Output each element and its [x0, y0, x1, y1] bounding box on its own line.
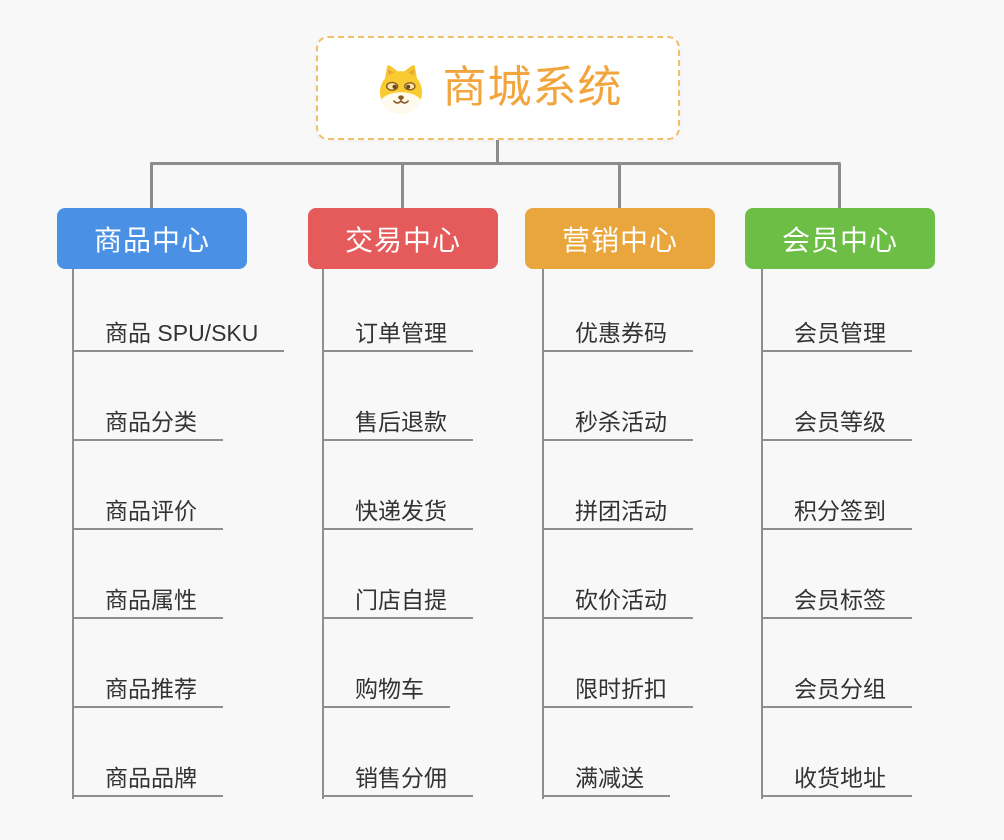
connector-branch-4	[838, 163, 841, 208]
leaf-topic[interactable]: 积分签到	[761, 497, 912, 530]
leaf-topic[interactable]: 会员等级	[761, 408, 912, 441]
connector-bus	[150, 162, 841, 165]
root-title: 商城系统	[442, 63, 623, 112]
branch-label: 商品中心	[93, 224, 210, 256]
branch-header-product-center[interactable]: 商品中心	[57, 208, 247, 269]
branch-label: 交易中心	[344, 224, 461, 256]
leaf-topic[interactable]: 会员标签	[761, 586, 912, 619]
branch-header-marketing-center[interactable]: 营销中心	[525, 208, 715, 269]
leaf-topic[interactable]: 商品品牌	[72, 764, 223, 797]
leaf-topic[interactable]: 会员分组	[761, 675, 912, 708]
trunk-branch-3	[542, 269, 544, 799]
root-node[interactable]: 商城系统	[316, 36, 680, 140]
leaf-topic[interactable]: 商品推荐	[72, 675, 223, 708]
leaf-topic[interactable]: 购物车	[322, 675, 450, 708]
trunk-branch-2	[322, 269, 324, 799]
leaf-topic[interactable]: 快递发货	[322, 497, 473, 530]
leaf-topic[interactable]: 限时折扣	[542, 675, 693, 708]
leaf-topic[interactable]: 售后退款	[322, 408, 473, 441]
leaf-topic[interactable]: 收货地址	[761, 764, 912, 797]
connector-root	[496, 139, 499, 164]
leaf-topic[interactable]: 满减送	[542, 764, 670, 797]
trunk-branch-1	[72, 269, 74, 799]
branch-header-trade-center[interactable]: 交易中心	[308, 208, 498, 269]
leaf-topic[interactable]: 优惠券码	[542, 319, 693, 352]
branch-label: 会员中心	[781, 224, 898, 256]
leaf-topic[interactable]: 秒杀活动	[542, 408, 693, 441]
leaf-topic[interactable]: 商品 SPU/SKU	[72, 319, 285, 352]
leaf-topic[interactable]: 商品分类	[72, 408, 223, 441]
trunk-branch-4	[761, 269, 763, 799]
leaf-topic[interactable]: 商品评价	[72, 497, 223, 530]
leaf-topic[interactable]: 商品属性	[72, 586, 223, 619]
doge-icon	[374, 61, 428, 115]
connector-branch-1	[150, 163, 153, 208]
leaf-topic[interactable]: 砍价活动	[542, 586, 693, 619]
leaf-topic[interactable]: 销售分佣	[322, 764, 473, 797]
connector-branch-3	[618, 163, 621, 208]
leaf-topic[interactable]: 订单管理	[322, 319, 473, 352]
leaf-topic[interactable]: 会员管理	[761, 319, 912, 352]
branch-label: 营销中心	[561, 224, 678, 256]
branch-header-member-center[interactable]: 会员中心	[745, 208, 935, 269]
leaf-topic[interactable]: 门店自提	[322, 586, 473, 619]
leaf-topic[interactable]: 拼团活动	[542, 497, 693, 530]
connector-branch-2	[401, 163, 404, 208]
